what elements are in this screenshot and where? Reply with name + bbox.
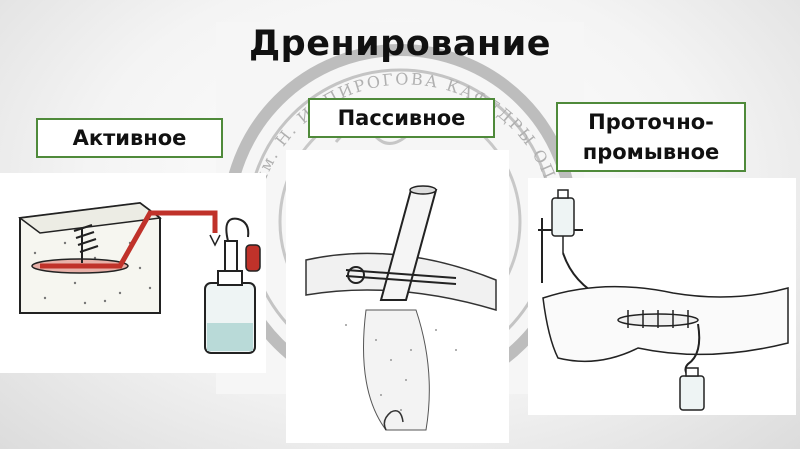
active-drainage-panel <box>0 173 266 373</box>
passive-drainage-illustration-icon <box>305 185 497 431</box>
label-passive: Пассивное <box>308 98 495 138</box>
flow-irrigation-panel <box>528 178 796 415</box>
active-drainage-illustration-icon <box>18 201 261 354</box>
flow-irrigation-illustration-icon <box>538 189 789 411</box>
label-flow-line2: промывное <box>582 140 720 164</box>
label-flow: Проточно- промывное <box>556 102 746 172</box>
label-active: Активное <box>36 118 223 158</box>
slide-title: Дренирование <box>249 24 551 64</box>
passive-drainage-panel <box>286 150 509 443</box>
label-flow-line1: Проточно- <box>588 110 714 134</box>
